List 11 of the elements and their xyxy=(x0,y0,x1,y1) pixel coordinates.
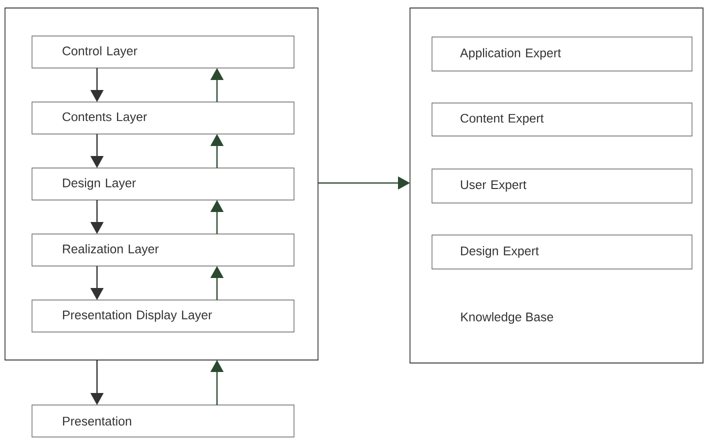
expert-box: Content Expert xyxy=(432,102,692,136)
expert-box: Design Expert xyxy=(432,234,692,270)
layer-box: Presentation Display Layer xyxy=(32,300,294,332)
layer-stack-frame xyxy=(4,8,318,360)
layer-box: Design Layer xyxy=(32,168,294,200)
expert-box: User Expert xyxy=(432,168,692,204)
expert-box: Application Expert xyxy=(432,36,692,72)
layer-box: Realization Layer xyxy=(32,234,294,266)
layer-box: Control Layer xyxy=(32,36,294,68)
presentation-box: Presentation xyxy=(32,404,294,438)
layer-box: Contents Layer xyxy=(32,102,294,134)
